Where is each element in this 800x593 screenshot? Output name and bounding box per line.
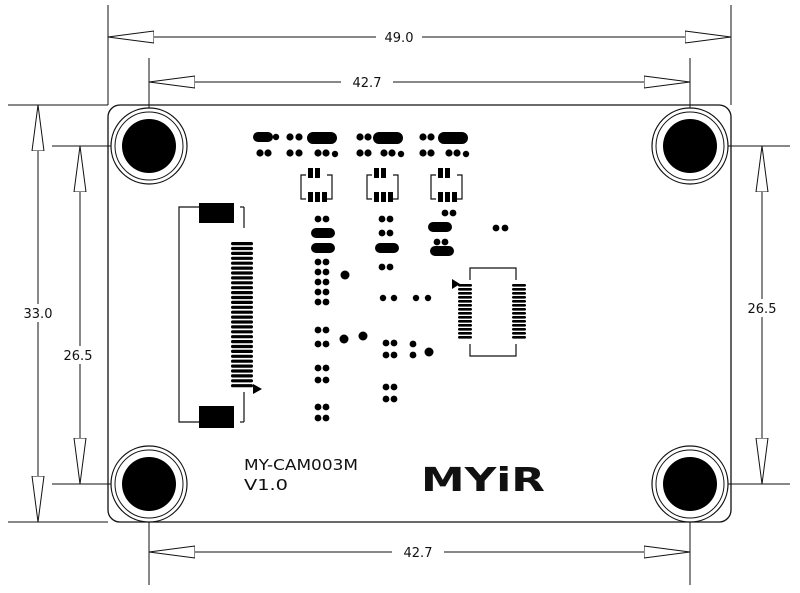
fpc-pin — [231, 369, 253, 373]
sensor-ic-footprint — [452, 267, 526, 357]
ic-pin — [512, 316, 526, 319]
ic-pin1-marker — [452, 279, 460, 289]
ic-pin — [458, 336, 472, 339]
fpc-pin — [231, 335, 253, 339]
ic-pin — [458, 320, 472, 323]
ic-pin — [512, 336, 526, 339]
fpc-pin — [231, 379, 253, 383]
fpc-pin — [231, 384, 253, 388]
dim-label-hole-pitch-right: 26.5 — [748, 302, 777, 317]
fpc-pin — [231, 359, 253, 363]
ic-pin — [512, 312, 526, 315]
ic-pin — [458, 316, 472, 319]
myir-logo: MYiR — [421, 460, 545, 499]
dim-label-hole-pitch-left: 26.5 — [64, 349, 93, 364]
component-cluster-1 — [253, 132, 339, 202]
fpc-pin — [231, 281, 253, 285]
fpc-pin — [231, 364, 253, 368]
fpc-pin — [231, 276, 253, 280]
fpc-pin — [231, 330, 253, 334]
fpc-pin — [231, 242, 253, 246]
fpc-pin — [231, 354, 253, 358]
dim-label-overall-height: 33.0 — [24, 307, 53, 322]
fpc-pin — [231, 300, 253, 304]
fpc-pin — [231, 291, 253, 295]
fpc-pin — [231, 310, 253, 314]
pcb-outline — [107, 104, 732, 523]
fpc-pin — [231, 344, 253, 349]
fpc-pin — [231, 349, 253, 353]
ic-pin — [512, 332, 526, 335]
fpc-pin — [231, 246, 253, 251]
fpc-pin — [231, 315, 253, 319]
ic-pin — [512, 300, 526, 303]
ic-pin — [458, 324, 472, 327]
fpc-anchor-pad-bottom — [199, 406, 234, 428]
component-cluster-2 — [356, 132, 405, 202]
ic-pin — [512, 308, 526, 311]
fpc-pin — [231, 374, 253, 378]
mounting-hole-bottom-left — [110, 445, 188, 523]
fpc-anchor-pad-top — [199, 203, 234, 223]
ic-pin — [458, 332, 472, 335]
ic-pin — [512, 328, 526, 331]
passive-components — [253, 132, 509, 422]
mounting-holes — [110, 107, 729, 523]
fpc-pin — [231, 295, 253, 300]
dim-label-overall-width: 49.0 — [385, 31, 414, 46]
board-model-label: MY-CAM003M — [244, 456, 358, 474]
component-cluster-3 — [419, 132, 470, 202]
passive-column-2 — [358, 215, 434, 403]
ic-pin — [512, 296, 526, 299]
ic-pin — [458, 288, 472, 291]
ic-pin — [512, 284, 526, 287]
fpc-pin — [231, 320, 253, 324]
mounting-hole-top-left — [110, 107, 188, 185]
silkscreen-labels: MY-CAM003M V1.0 — [244, 456, 358, 494]
fpc-pin — [231, 251, 253, 255]
pin1-marker — [253, 384, 262, 394]
dimension-labels: 49.0 42.7 42.7 33.0 26.5 26.5 — [16, 28, 784, 561]
fpc-pin — [231, 256, 253, 260]
ic-pin — [512, 320, 526, 323]
fpc-pin — [231, 305, 253, 309]
fpc-connector — [178, 203, 262, 428]
ic-pin — [512, 324, 526, 327]
ic-pin — [512, 304, 526, 307]
mounting-hole-top-right — [651, 107, 729, 185]
ic-pin — [458, 296, 472, 299]
ic-pin — [512, 292, 526, 295]
fpc-pins — [231, 242, 253, 388]
ic-pin — [458, 304, 472, 307]
fpc-pin — [231, 266, 253, 270]
ic-pin — [458, 312, 472, 315]
fpc-pin — [231, 286, 253, 290]
ic-pin — [458, 300, 472, 303]
fpc-pin — [231, 340, 253, 344]
mounting-hole-bottom-right — [651, 445, 729, 523]
ic-pin — [458, 292, 472, 295]
fpc-pin — [231, 325, 253, 329]
ic-pin — [458, 328, 472, 331]
ic-pin — [458, 308, 472, 311]
dim-label-hole-pitch-bottom: 42.7 — [404, 546, 433, 561]
fpc-pin — [231, 261, 253, 265]
ic-pin — [458, 284, 472, 287]
dim-label-hole-pitch-top: 42.7 — [353, 76, 382, 91]
ic-pins — [458, 284, 526, 339]
board-version-label: V1.0 — [244, 476, 288, 494]
ic-pin — [512, 288, 526, 291]
passive-column-1 — [311, 215, 350, 422]
passive-column-3 — [428, 209, 509, 256]
fpc-pin — [231, 271, 253, 275]
